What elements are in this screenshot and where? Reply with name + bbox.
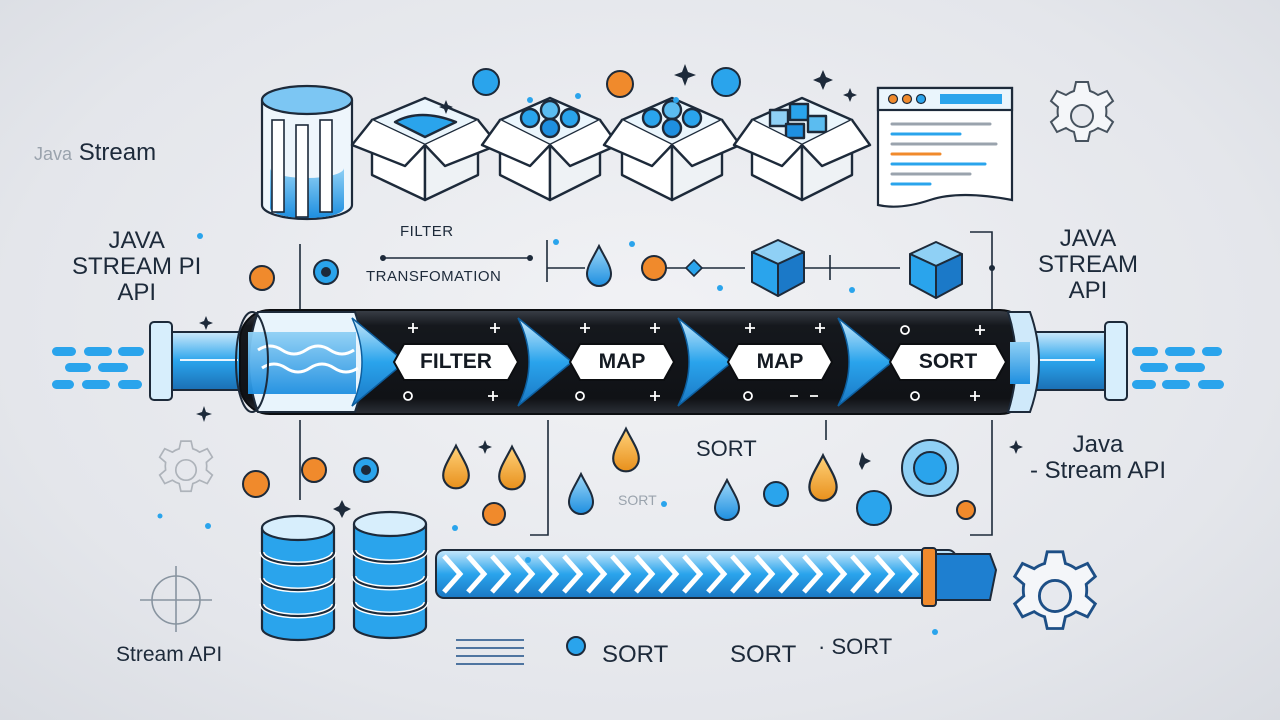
cube-icon [751, 239, 805, 297]
sort-bottom-3: · SORT [818, 634, 893, 659]
box-icon [350, 96, 500, 202]
right-api-label-2: Java - Stream API [1030, 432, 1166, 484]
box-icon [732, 96, 872, 202]
main-pipeline [235, 309, 1040, 415]
diamond-node-icon [684, 258, 704, 278]
sort-bottom-2: SORT [730, 641, 797, 668]
text-lines-decoration [456, 639, 524, 665]
box-icon [480, 96, 620, 202]
transformation-small-label: TRANSFOMATION [366, 268, 502, 285]
left-api-line-3: API [117, 279, 157, 306]
right-api2-line-1: Java [1072, 431, 1124, 458]
stage-label-filter: FILTER [420, 350, 492, 373]
output-flow-dashes [1132, 347, 1224, 389]
database-icon [259, 514, 337, 642]
right-api-line-1: JAVA [1059, 225, 1117, 252]
sort-faded-label: SORT [618, 492, 657, 508]
right-api-line-2: STREAM [1038, 251, 1139, 278]
arrow-band-icon [435, 547, 998, 607]
input-flow-dashes [52, 347, 144, 389]
window-icon [876, 86, 1014, 208]
box-icon [602, 96, 742, 202]
header-left-faded: Java [34, 144, 73, 164]
left-api-line-1: JAVA [108, 227, 165, 254]
gear-icon [158, 440, 214, 493]
left-api-line-2: STREAM PI [72, 253, 202, 280]
gear-icon [1012, 550, 1098, 630]
bottom-left-label: Stream API [116, 643, 223, 666]
gear-icon [1049, 81, 1115, 142]
specks [157, 93, 938, 635]
database-icon [351, 510, 429, 640]
right-api-label: JAVA STREAM API [1038, 226, 1138, 304]
input-pipe [149, 321, 251, 401]
left-api-label: JAVA STREAM PI API [72, 228, 201, 306]
sort-bottom-1: SORT [602, 641, 669, 668]
right-api-line-3: API [1068, 277, 1108, 304]
right-api2-line-2: - Stream API [1030, 457, 1167, 484]
stage-label-sort: SORT [918, 350, 978, 373]
stage-label-map-1: MAP [598, 350, 646, 373]
filter-small-label: FILTER [400, 223, 454, 240]
stage-label-map-2: MAP [756, 350, 804, 373]
crosshair-icon [140, 566, 212, 632]
cylinder-icon [260, 84, 354, 221]
header-left-label: Java Stream [34, 140, 156, 167]
sort-mid-label: SORT [696, 436, 757, 461]
sparkles [196, 64, 1023, 518]
cube-icon [909, 241, 963, 299]
header-left-main: Stream [78, 139, 157, 166]
dots [242, 67, 976, 656]
